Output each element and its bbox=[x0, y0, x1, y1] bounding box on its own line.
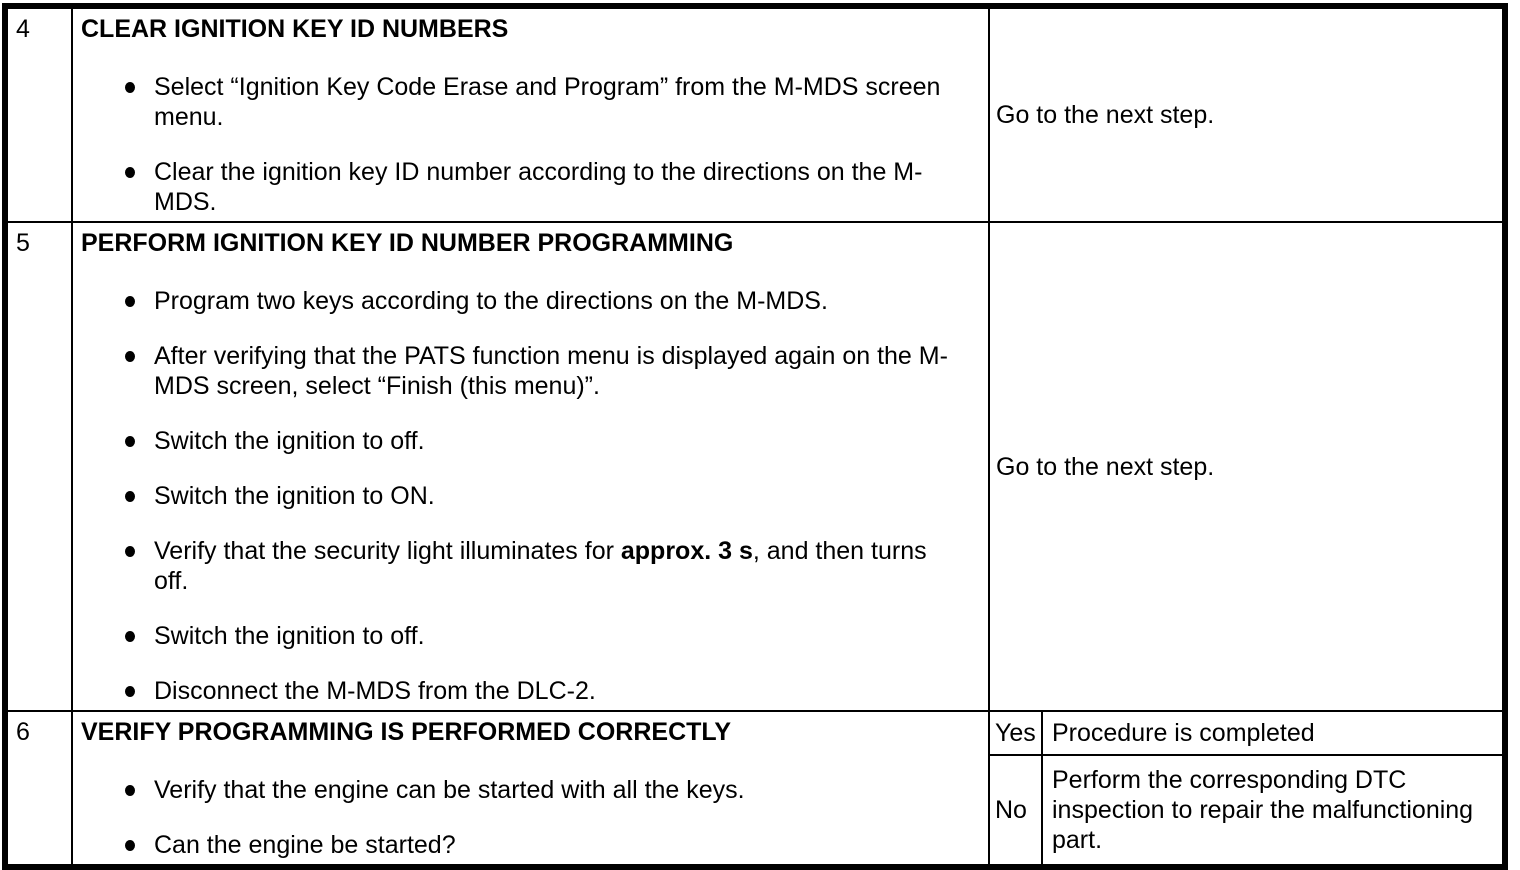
step-number: 4 bbox=[16, 15, 30, 43]
result-text: Go to the next step. bbox=[996, 452, 1215, 481]
result-cell: Go to the next step. bbox=[988, 5, 1506, 223]
list-item: Disconnect the M-MDS from the DLC-2. bbox=[125, 676, 954, 706]
step-number-cell: 6 bbox=[4, 710, 73, 868]
step-number: 5 bbox=[16, 229, 30, 257]
procedure-cell: CLEAR IGNITION KEY ID NUMBERS Select “Ig… bbox=[71, 5, 990, 223]
list-item: Can the engine be started? bbox=[125, 830, 954, 860]
procedure-table: 4 CLEAR IGNITION KEY ID NUMBERS Select “… bbox=[2, 3, 1508, 870]
table-row-step-6-no: No Perform the corresponding DTC inspect… bbox=[5, 754, 1506, 868]
table-row-step-6-yes: 6 VERIFY PROGRAMMING IS PERFORMED CORREC… bbox=[4, 709, 1506, 868]
result-cell: Go to the next step. bbox=[988, 221, 1506, 712]
step-number-cell: 5 bbox=[4, 221, 73, 712]
bullet-icon bbox=[125, 296, 135, 307]
result-text: Perform the corresponding DTC inspection… bbox=[1052, 766, 1474, 855]
answer-label: Yes bbox=[995, 719, 1036, 748]
step-number: 6 bbox=[16, 718, 30, 746]
step-title: CLEAR IGNITION KEY ID NUMBERS bbox=[81, 15, 509, 43]
instruction-text: Program two keys according to the direct… bbox=[154, 287, 828, 315]
bullet-icon bbox=[125, 785, 135, 796]
bullet-icon bbox=[125, 631, 135, 642]
step-title: PERFORM IGNITION KEY ID NUMBER PROGRAMMI… bbox=[81, 229, 734, 257]
procedure-cell: VERIFY PROGRAMMING IS PERFORMED CORRECTL… bbox=[71, 710, 990, 868]
instruction-list: Program two keys according to the direct… bbox=[81, 286, 976, 706]
instruction-text: Can the engine be started? bbox=[154, 831, 456, 859]
list-item: Verify that the engine can be started wi… bbox=[125, 775, 954, 805]
instruction-text: Verify that the engine can be started wi… bbox=[154, 776, 745, 804]
list-item: Verify that the security light illuminat… bbox=[125, 536, 954, 596]
instruction-text: Clear the ignition key ID number accordi… bbox=[154, 158, 923, 216]
bullet-icon bbox=[125, 436, 135, 447]
bullet-icon bbox=[125, 546, 135, 557]
instruction-text: Disconnect the M-MDS from the DLC-2. bbox=[154, 677, 596, 705]
table-row-step-5: 5 PERFORM IGNITION KEY ID NUMBER PROGRAM… bbox=[4, 221, 1506, 712]
procedure-cell: PERFORM IGNITION KEY ID NUMBER PROGRAMMI… bbox=[71, 221, 990, 712]
step-title: VERIFY PROGRAMMING IS PERFORMED CORRECTL… bbox=[81, 718, 732, 746]
instruction-text: Switch the ignition to off. bbox=[154, 622, 425, 650]
bullet-icon bbox=[125, 840, 135, 851]
answer-cell-yes: Yes bbox=[988, 709, 1043, 757]
result-text: Procedure is completed bbox=[1052, 719, 1315, 748]
bullet-icon bbox=[125, 167, 135, 178]
table-row-step-4: 4 CLEAR IGNITION KEY ID NUMBERS Select “… bbox=[4, 5, 1506, 223]
list-item: After verifying that the PATS function m… bbox=[125, 341, 954, 401]
instruction-text: Select “Ignition Key Code Erase and Prog… bbox=[154, 73, 941, 131]
instruction-text: After verifying that the PATS function m… bbox=[154, 342, 948, 400]
list-item: Switch the ignition to ON. bbox=[125, 481, 954, 511]
instruction-text: Verify that the security light illuminat… bbox=[154, 537, 927, 595]
list-item: Switch the ignition to off. bbox=[125, 621, 954, 651]
bullet-icon bbox=[125, 351, 135, 362]
result-cell-no: Perform the corresponding DTC inspection… bbox=[1041, 754, 1506, 868]
answer-cell-no: No bbox=[988, 754, 1043, 868]
list-item: Select “Ignition Key Code Erase and Prog… bbox=[125, 72, 954, 132]
bold-text: approx. 3 s bbox=[620, 537, 753, 565]
answer-label: No bbox=[995, 796, 1027, 825]
instruction-list: Select “Ignition Key Code Erase and Prog… bbox=[81, 72, 976, 217]
bullet-icon bbox=[125, 686, 135, 697]
bullet-icon bbox=[125, 82, 135, 93]
list-item: Switch the ignition to off. bbox=[125, 426, 954, 456]
list-item: Clear the ignition key ID number accordi… bbox=[125, 157, 954, 217]
bullet-icon bbox=[125, 491, 135, 502]
instruction-list: Verify that the engine can be started wi… bbox=[81, 775, 976, 860]
instruction-text: Switch the ignition to off. bbox=[154, 427, 425, 455]
result-cell-yes: Procedure is completed bbox=[1041, 709, 1506, 757]
result-text: Go to the next step. bbox=[996, 101, 1215, 129]
instruction-text: Switch the ignition to ON. bbox=[154, 482, 435, 510]
list-item: Program two keys according to the direct… bbox=[125, 286, 954, 316]
step-number-cell: 4 bbox=[4, 5, 73, 223]
